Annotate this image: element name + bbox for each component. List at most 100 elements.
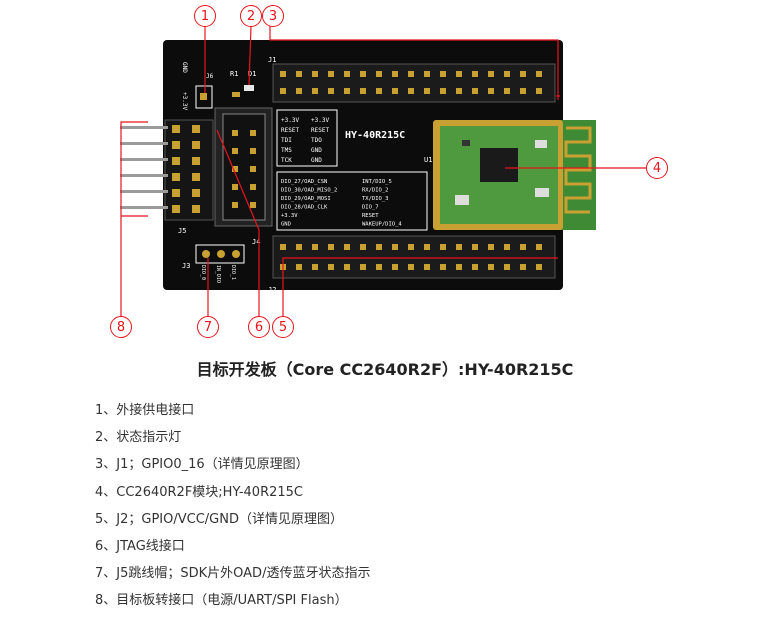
silkscreen-label: GND	[311, 157, 322, 164]
j1-pin	[472, 71, 478, 77]
callout-6: 6	[248, 316, 270, 338]
j3-silkscreen-label: DIO_0	[200, 265, 206, 280]
j1-pin	[440, 88, 446, 94]
legend-item: 6、JTAG线接口	[95, 538, 185, 554]
j2-pin	[344, 264, 350, 270]
j5-pin	[172, 189, 180, 197]
j2-pin	[392, 264, 398, 270]
j1-pin	[488, 88, 494, 94]
j6-pin	[200, 93, 207, 100]
jtag-pin	[232, 130, 238, 136]
j2-pin	[504, 244, 510, 250]
jtag-pin	[232, 202, 238, 208]
jtag-shroud	[222, 113, 266, 221]
silkscreen-label: DIO_27/OAD_CSN	[281, 179, 327, 185]
board-model: HY-40R215C	[345, 130, 405, 141]
dio-left-labels: DIO_27/OAD_CSNDIO_30/OAD_MISO_2DIO_29/OA…	[281, 179, 337, 228]
j1-pin	[328, 88, 334, 94]
j1-pin	[520, 88, 526, 94]
j2-pin	[280, 244, 286, 250]
silkscreen-label: TDI	[281, 137, 292, 144]
j2-pin	[456, 264, 462, 270]
silkscreen-label: TX/DIO_3	[362, 196, 389, 202]
module-smd-1	[535, 140, 547, 148]
board-diagram: HY-40R215C J1 J2 U1 J5 J3 J4 R1 D1 J6 +3…	[120, 25, 646, 322]
j3-labels: DIO_0 IN_DIO DIO_1	[200, 265, 236, 283]
legend-item: 4、CC2640R2F模块;HY-40R215C	[95, 484, 304, 500]
r1-label: R1	[230, 70, 238, 78]
j2-pins	[280, 244, 542, 270]
jtag-pin	[250, 130, 256, 136]
j1-pin	[392, 88, 398, 94]
j2-pin	[488, 264, 494, 270]
silkscreen-label: GND	[311, 147, 322, 154]
callout-2: 2	[240, 5, 262, 27]
j1-pin	[328, 71, 334, 77]
j2-pin	[424, 264, 430, 270]
j3-silkscreen-label: IN_DIO	[215, 265, 221, 283]
j1-pin	[360, 88, 366, 94]
j1-pin	[376, 71, 382, 77]
j1-pin	[440, 71, 446, 77]
j3-pin-2	[217, 250, 225, 258]
j1-pin	[488, 71, 494, 77]
jtag-pin	[250, 202, 256, 208]
silkscreen-label: TMS	[281, 147, 292, 154]
j1-pin	[456, 71, 462, 77]
jtag-pin	[250, 184, 256, 190]
silkscreen-label: WAKEUP/DIO_4	[362, 222, 402, 228]
j1-pin	[312, 71, 318, 77]
jtag-pin	[232, 166, 238, 172]
legend-item: 5、J2；GPIO/VCC/GND（详情见原理图）	[95, 511, 343, 527]
j2-pin	[408, 264, 414, 270]
callout-5: 5	[272, 316, 294, 338]
j2-pin	[408, 244, 414, 250]
j5-pin	[192, 205, 200, 213]
j1-header	[272, 63, 556, 103]
j2-pin	[312, 264, 318, 270]
silkscreen-label: TCK	[281, 157, 292, 164]
j5-lead	[120, 142, 168, 145]
silkscreen-label: INT/DIO_5	[362, 179, 392, 185]
j5-pin	[172, 173, 180, 181]
j5-header	[164, 119, 214, 221]
j2-pin	[440, 264, 446, 270]
jtag-pins	[232, 130, 256, 208]
j5-pin	[172, 157, 180, 165]
legend-item: 1、外接供电接口	[95, 403, 195, 418]
resistor-r1	[232, 92, 240, 97]
j1-pin	[504, 71, 510, 77]
j5-lead	[120, 206, 168, 209]
vcc-label: +3.3V	[181, 92, 188, 110]
j3-pin-3	[232, 250, 240, 258]
j1-pin	[536, 88, 542, 94]
module-smd-4	[462, 140, 470, 146]
j2-pin	[488, 244, 494, 250]
j2-pin	[456, 244, 462, 250]
j2-pin	[536, 264, 542, 270]
module-smd-3	[455, 195, 469, 205]
jtag-pin	[250, 166, 256, 172]
j2-pin	[360, 244, 366, 250]
j3-silkscreen-label: DIO_1	[230, 265, 236, 280]
j2-pin	[296, 244, 302, 250]
j1-pin	[344, 71, 350, 77]
j5-lead	[120, 126, 168, 129]
j5-pin	[192, 173, 200, 181]
figure-caption: 目标开发板（Core CC2640R2F）:HY-40R215C	[196, 360, 574, 379]
j2-pin	[472, 244, 478, 250]
legend-item: 7、J5跳线帽；SDK片外OAD/透传蓝牙状态指示	[95, 566, 371, 582]
silkscreen-label: DIO_7	[362, 205, 379, 211]
module-chip	[480, 148, 518, 182]
j1-label: J1	[268, 56, 276, 64]
j2-pin	[344, 244, 350, 250]
led-d1	[244, 85, 254, 91]
j3-outline	[195, 244, 245, 264]
j5-pin	[192, 125, 200, 133]
j2-pin	[328, 264, 334, 270]
j4-label: J4	[252, 238, 260, 246]
j2-pin	[424, 244, 430, 250]
j2-pin	[472, 264, 478, 270]
callout-8: 8	[110, 316, 132, 338]
